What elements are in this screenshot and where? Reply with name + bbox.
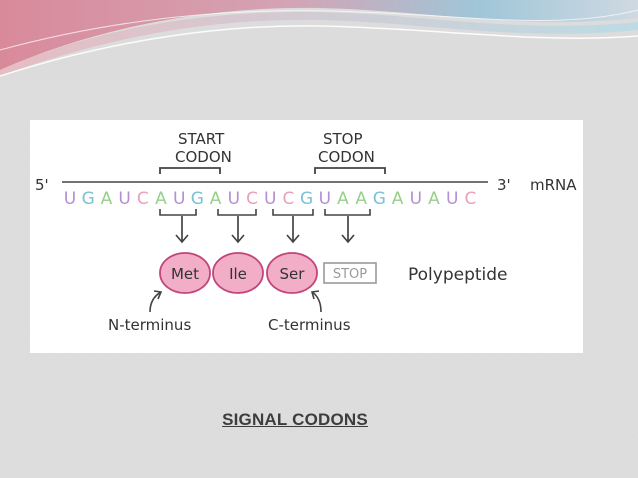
mrna-base: U xyxy=(118,189,130,209)
mrna-base: A xyxy=(392,189,404,209)
mrna-base: U xyxy=(319,189,331,209)
stop-codon-bracket xyxy=(314,167,386,174)
five-prime-label: 5' xyxy=(35,176,49,194)
mrna-base: G xyxy=(191,189,204,209)
c-terminus-arrow xyxy=(310,290,322,313)
amino-acid-ile-circle xyxy=(212,252,264,294)
mrna-base: A xyxy=(428,189,440,209)
stop-box xyxy=(323,262,377,284)
codon-bracket-1 xyxy=(159,209,197,216)
mrna-base: C xyxy=(246,189,258,209)
mrna-base: A xyxy=(101,189,113,209)
translation-arrows xyxy=(175,216,355,244)
mrna-base: G xyxy=(373,189,386,209)
three-prime-label: 3' xyxy=(497,176,511,194)
slide-title-text: SIGNAL CODONS xyxy=(222,410,368,429)
mrna-base: A xyxy=(337,189,349,209)
mrna-base: U xyxy=(446,189,458,209)
mrna-base: G xyxy=(82,189,95,209)
mrna-base: A xyxy=(355,189,367,209)
slide-title: SIGNAL CODONS xyxy=(0,410,590,430)
mrna-base: G xyxy=(300,189,313,209)
mrna-base: U xyxy=(410,189,422,209)
n-terminus-label: N-terminus xyxy=(108,316,191,334)
amino-acid-ser-circle xyxy=(266,252,318,294)
start-codon-label-line2: CODON xyxy=(175,148,232,166)
mrna-base: U xyxy=(228,189,240,209)
start-codon-bracket xyxy=(159,167,221,174)
mrna-base: U xyxy=(64,189,76,209)
codon-bracket-3 xyxy=(272,209,314,216)
codon-bracket-2 xyxy=(217,209,257,216)
arrow-codon-3 xyxy=(286,216,300,244)
header-wave-decoration xyxy=(0,0,638,80)
mrna-base: C xyxy=(282,189,294,209)
amino-acid-ile: Ile xyxy=(229,265,247,283)
amino-acid-met-circle xyxy=(159,252,211,294)
arrow-codon-1 xyxy=(175,216,189,244)
stop-codon-label-line2: CODON xyxy=(318,148,375,166)
polypeptide-label: Polypeptide xyxy=(408,265,508,285)
arrow-codon-4 xyxy=(341,216,355,244)
n-terminus-arrow xyxy=(149,290,163,313)
mrna-base: C xyxy=(137,189,149,209)
amino-acid-ser: Ser xyxy=(280,265,306,283)
start-codon-label-line1: START xyxy=(178,130,225,148)
mrna-label: mRNA xyxy=(530,176,577,194)
mrna-base: U xyxy=(173,189,185,209)
amino-acid-met: Met xyxy=(171,265,199,283)
mrna-base: A xyxy=(155,189,167,209)
codon-bracket-4 xyxy=(324,209,371,216)
arrow-codon-2 xyxy=(231,216,245,244)
stop-box-label: STOP xyxy=(333,267,367,282)
mrna-base: C xyxy=(464,189,476,209)
mrna-base: U xyxy=(264,189,276,209)
stop-codon-label-line1: STOP xyxy=(323,130,363,148)
c-terminus-label: C-terminus xyxy=(268,316,351,334)
mrna-base: A xyxy=(210,189,222,209)
